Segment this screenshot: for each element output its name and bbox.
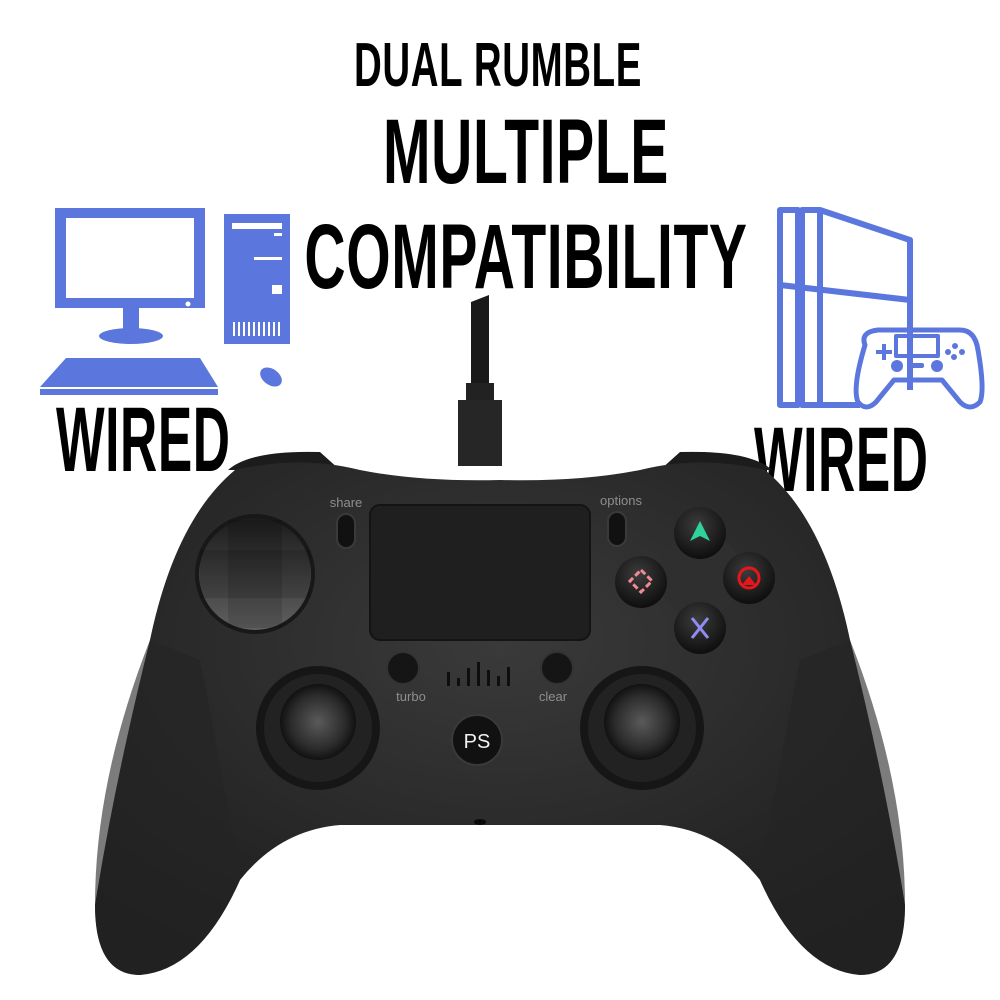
- touchpad[interactable]: [369, 504, 591, 641]
- turbo-button[interactable]: [386, 651, 420, 685]
- wired-label-pc: WIRED: [56, 389, 231, 491]
- turbo-label: turbo: [396, 689, 426, 704]
- speaker-grille: [447, 662, 510, 686]
- clear-label: clear: [539, 689, 568, 704]
- headline-dual-rumble: DUAL RUMBLE: [354, 31, 642, 100]
- desktop-pc-icon: [40, 208, 290, 395]
- circle-button[interactable]: [723, 552, 775, 604]
- cross-button[interactable]: [674, 602, 726, 654]
- square-button[interactable]: [615, 556, 667, 608]
- left-analog-stick[interactable]: [256, 666, 380, 790]
- usb-cable: [458, 295, 502, 466]
- svg-text:PS: PS: [464, 731, 491, 753]
- game-console-icon: [777, 207, 985, 410]
- dpad[interactable]: [195, 514, 315, 634]
- options-button[interactable]: [607, 511, 627, 547]
- clear-button[interactable]: [540, 651, 574, 685]
- right-analog-stick[interactable]: [580, 666, 704, 790]
- options-label: options: [600, 493, 642, 508]
- share-label: share: [330, 495, 363, 510]
- triangle-button[interactable]: [674, 507, 726, 559]
- share-button[interactable]: [336, 513, 356, 549]
- headphone-jack: [474, 819, 486, 825]
- ps-home-button[interactable]: PS: [451, 714, 503, 766]
- headline-multiple-compatibility: MULTIPLE COMPATIBILITY: [304, 101, 748, 308]
